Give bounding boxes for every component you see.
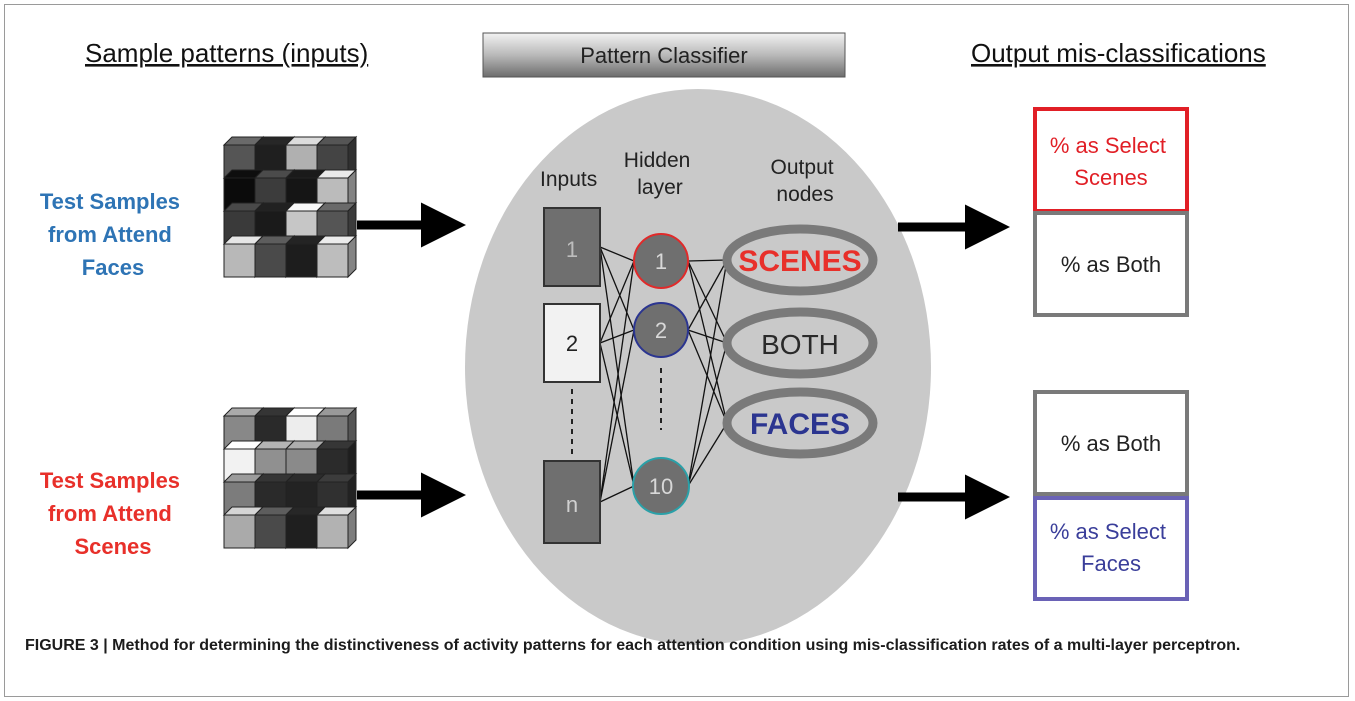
output-box-top-both-label: % as Both [1061,252,1161,277]
output-box-bottom-both-label: % as Both [1061,431,1161,456]
connection-line [687,342,728,487]
connection-line [599,260,635,344]
connection-line [599,329,635,503]
output-node-scenes: SCENES [722,224,878,296]
output-box-top-both: % as Both [1033,211,1189,317]
connection-line [687,422,728,487]
output-box-select-scenes-label: % as Select Scenes [1050,133,1172,190]
input-node-1-label: 1 [566,237,578,262]
classifier-ellipse [465,89,931,645]
connection-line [599,485,635,503]
figure-caption: FIGURE 3 | Method for determining the di… [25,637,1241,654]
faces-sample-label: Test Samples from Attend Faces [40,189,186,280]
output-node-faces-label: FACES [750,408,850,441]
output-node-faces: FACES [722,387,878,459]
input-node-2-label: 2 [566,331,578,356]
hidden-node-1: 1 [633,233,689,289]
input-node-n: n [543,460,601,544]
input-node-1: 1 [543,207,601,287]
grid-block [315,234,358,279]
output-box-select-faces: % as Select Faces [1033,496,1189,601]
figure-frame: Sample patterns (inputs) Output mis-clas… [4,4,1349,697]
output-box-select-faces-label: % as Select Faces [1050,519,1172,576]
heading-inputs: Sample patterns (inputs) [85,38,368,68]
hidden-node-2-label: 2 [655,318,667,343]
connection-line [687,259,728,331]
input-node-2: 2 [543,303,601,383]
connection-line [599,246,635,487]
connection-line [687,259,728,487]
input-node-n-label: n [566,492,578,517]
output-layer-label: Output nodes [771,156,840,206]
classifier-banner: Pattern Classifier [482,32,846,78]
output-box-bottom-both: % as Both [1033,390,1189,496]
output-node-both-label: BOTH [761,329,839,360]
connection-line [687,260,728,344]
connection-line [599,329,635,344]
hidden-node-10-label: 10 [649,474,673,499]
classifier-banner-label: Pattern Classifier [580,43,748,68]
heading-outputs: Output mis-classifications [971,38,1266,68]
connection-line [599,246,635,262]
scenes-sample-label: Test Samples from Attend Scenes [40,468,186,559]
connection-line [599,246,635,331]
faces-sample-grid [222,135,358,279]
hidden-layer-label: Hidden layer [624,149,696,199]
connection-line [687,259,728,262]
output-box-select-scenes: % as Select Scenes [1033,107,1189,213]
connection-line [687,329,728,344]
scenes-sample-grid [222,406,358,550]
hidden-node-1-label: 1 [655,249,667,274]
classifier-diagram: Sample patterns (inputs) Output mis-clas… [40,32,1266,645]
hidden-node-2: 2 [633,302,689,358]
network-connections [599,246,728,503]
output-node-scenes-label: SCENES [738,245,861,278]
output-node-both: BOTH [722,307,878,379]
inputs-layer-label: Inputs [540,168,597,191]
connection-line [687,260,728,424]
grid-block [315,505,358,550]
connection-line [599,260,635,503]
hidden-node-10: 10 [632,457,690,515]
